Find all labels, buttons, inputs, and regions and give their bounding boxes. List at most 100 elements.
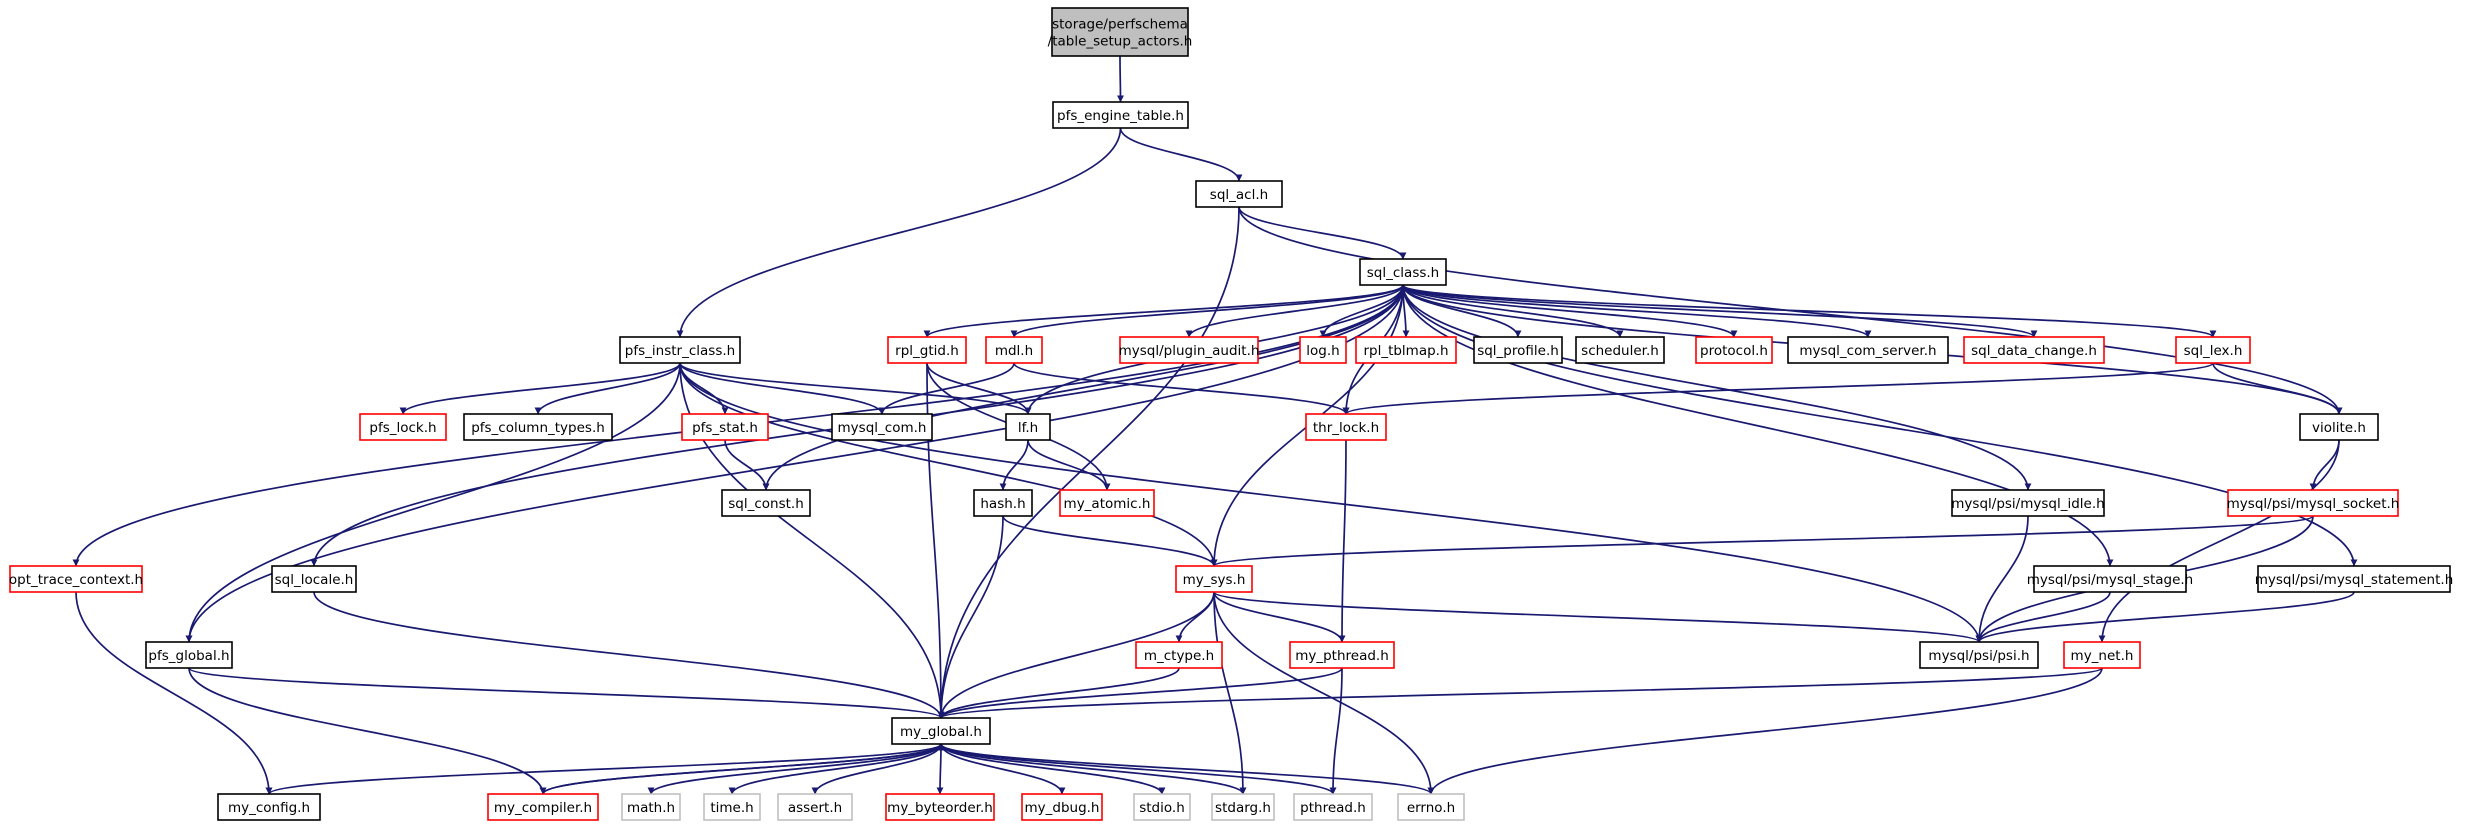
node-time[interactable]: time.h	[703, 793, 761, 821]
node-box-pfs_lock[interactable]	[359, 413, 447, 441]
node-box-time[interactable]	[703, 793, 761, 821]
node-box-pfs_instr_class[interactable]	[619, 336, 741, 364]
node-my_dbug[interactable]: my_dbug.h	[1021, 793, 1103, 821]
node-pfs_column_types[interactable]: pfs_column_types.h	[463, 413, 613, 441]
node-violite[interactable]: violite.h	[2299, 413, 2379, 441]
node-pfs_stat[interactable]: pfs_stat.h	[681, 413, 769, 441]
node-box-my_compiler[interactable]	[487, 793, 599, 821]
node-box-lf[interactable]	[1005, 413, 1051, 441]
node-my_compiler[interactable]: my_compiler.h	[487, 793, 599, 821]
node-box-assert[interactable]	[777, 793, 853, 821]
node-my_global[interactable]: my_global.h	[891, 717, 991, 745]
node-pfs_engine_table[interactable]: pfs_engine_table.h	[1052, 101, 1189, 129]
node-box-m_ctype[interactable]	[1135, 641, 1223, 669]
node-box-pfs_column_types[interactable]	[463, 413, 613, 441]
node-my_pthread[interactable]: my_pthread.h	[1289, 641, 1395, 669]
node-sql_acl[interactable]: sql_acl.h	[1195, 180, 1283, 208]
node-box-psi[interactable]	[1919, 641, 2039, 669]
node-rpl_gtid[interactable]: rpl_gtid.h	[887, 336, 967, 364]
node-lf[interactable]: lf.h	[1005, 413, 1051, 441]
node-assert[interactable]: assert.h	[777, 793, 853, 821]
node-box-root[interactable]	[1051, 7, 1189, 57]
node-pfs_instr_class[interactable]: pfs_instr_class.h	[619, 336, 741, 364]
node-box-pfs_stat[interactable]	[681, 413, 769, 441]
node-mysql_com_server[interactable]: mysql_com_server.h	[1787, 336, 1949, 364]
node-box-rpl_gtid[interactable]	[887, 336, 967, 364]
node-mdl[interactable]: mdl.h	[985, 336, 1043, 364]
node-box-sql_locale[interactable]	[271, 565, 357, 593]
node-my_atomic[interactable]: my_atomic.h	[1059, 489, 1155, 517]
node-errno[interactable]: errno.h	[1397, 793, 1465, 821]
node-sql_const[interactable]: sql_const.h	[721, 489, 811, 517]
node-box-thr_lock[interactable]	[1305, 413, 1387, 441]
node-box-my_global[interactable]	[891, 717, 991, 745]
node-log[interactable]: log.h	[1299, 336, 1347, 364]
node-box-hash[interactable]	[973, 489, 1033, 517]
node-box-my_pthread[interactable]	[1289, 641, 1395, 669]
node-box-stdio[interactable]	[1133, 793, 1191, 821]
node-box-mysql_socket[interactable]	[2227, 489, 2399, 517]
node-pfs_lock[interactable]: pfs_lock.h	[359, 413, 447, 441]
node-box-opt_trace_context[interactable]	[9, 565, 143, 593]
node-my_net[interactable]: my_net.h	[2063, 641, 2141, 669]
node-box-my_dbug[interactable]	[1021, 793, 1103, 821]
node-mysql_socket[interactable]: mysql/psi/mysql_socket.h	[2227, 489, 2400, 517]
node-box-sql_const[interactable]	[721, 489, 811, 517]
node-box-my_atomic[interactable]	[1059, 489, 1155, 517]
node-sql_lex[interactable]: sql_lex.h	[2175, 336, 2251, 364]
node-box-pthread[interactable]	[1293, 793, 1373, 821]
node-root[interactable]: storage/perfschema/table_setup_actors.h	[1048, 7, 1193, 57]
node-box-mysql_idle[interactable]	[1951, 489, 2105, 517]
node-pfs_global[interactable]: pfs_global.h	[145, 641, 233, 669]
node-box-mysql_stage[interactable]	[2033, 565, 2187, 593]
node-box-protocol[interactable]	[1695, 336, 1773, 364]
node-plugin_audit[interactable]: mysql/plugin_audit.h	[1119, 336, 1260, 364]
node-box-errno[interactable]	[1397, 793, 1465, 821]
node-pthread[interactable]: pthread.h	[1293, 793, 1373, 821]
node-sql_data_change[interactable]: sql_data_change.h	[1963, 336, 2105, 364]
node-box-mysql_com[interactable]	[831, 413, 933, 441]
node-stdarg[interactable]: stdarg.h	[1211, 793, 1275, 821]
node-box-mdl[interactable]	[985, 336, 1043, 364]
node-box-my_sys[interactable]	[1175, 565, 1253, 593]
node-box-mysql_statement[interactable]	[2257, 565, 2451, 593]
node-box-sql_data_change[interactable]	[1963, 336, 2105, 364]
node-box-mysql_com_server[interactable]	[1787, 336, 1949, 364]
node-opt_trace_context[interactable]: opt_trace_context.h	[9, 565, 143, 593]
node-math[interactable]: math.h	[621, 793, 681, 821]
node-thr_lock[interactable]: thr_lock.h	[1305, 413, 1387, 441]
node-stdio[interactable]: stdio.h	[1133, 793, 1191, 821]
node-box-pfs_global[interactable]	[145, 641, 233, 669]
node-m_ctype[interactable]: m_ctype.h	[1135, 641, 1223, 669]
node-my_config[interactable]: my_config.h	[217, 793, 321, 821]
node-box-rpl_tblmap[interactable]	[1355, 336, 1457, 364]
node-box-my_byteorder[interactable]	[885, 793, 995, 821]
node-box-log[interactable]	[1299, 336, 1347, 364]
node-scheduler[interactable]: scheduler.h	[1575, 336, 1665, 364]
node-box-sql_lex[interactable]	[2175, 336, 2251, 364]
node-rpl_tblmap[interactable]: rpl_tblmap.h	[1355, 336, 1457, 364]
node-sql_locale[interactable]: sql_locale.h	[271, 565, 357, 593]
node-mysql_com[interactable]: mysql_com.h	[831, 413, 933, 441]
node-mysql_stage[interactable]: mysql/psi/mysql_stage.h	[2027, 565, 2194, 593]
node-box-violite[interactable]	[2299, 413, 2379, 441]
node-box-scheduler[interactable]	[1575, 336, 1665, 364]
node-box-my_config[interactable]	[217, 793, 321, 821]
node-box-sql_profile[interactable]	[1473, 336, 1563, 364]
node-psi[interactable]: mysql/psi/psi.h	[1919, 641, 2039, 669]
node-sql_class[interactable]: sql_class.h	[1359, 258, 1447, 286]
node-mysql_idle[interactable]: mysql/psi/mysql_idle.h	[1951, 489, 2105, 517]
node-mysql_statement[interactable]: mysql/psi/mysql_statement.h	[2255, 565, 2454, 593]
node-box-my_net[interactable]	[2063, 641, 2141, 669]
node-box-sql_class[interactable]	[1359, 258, 1447, 286]
node-protocol[interactable]: protocol.h	[1695, 336, 1773, 364]
node-my_sys[interactable]: my_sys.h	[1175, 565, 1253, 593]
node-box-stdarg[interactable]	[1211, 793, 1275, 821]
node-hash[interactable]: hash.h	[973, 489, 1033, 517]
node-box-plugin_audit[interactable]	[1119, 336, 1259, 364]
node-box-sql_acl[interactable]	[1195, 180, 1283, 208]
node-box-math[interactable]	[621, 793, 681, 821]
node-my_byteorder[interactable]: my_byteorder.h	[885, 793, 995, 821]
node-box-pfs_engine_table[interactable]	[1052, 101, 1189, 129]
node-sql_profile[interactable]: sql_profile.h	[1473, 336, 1563, 364]
